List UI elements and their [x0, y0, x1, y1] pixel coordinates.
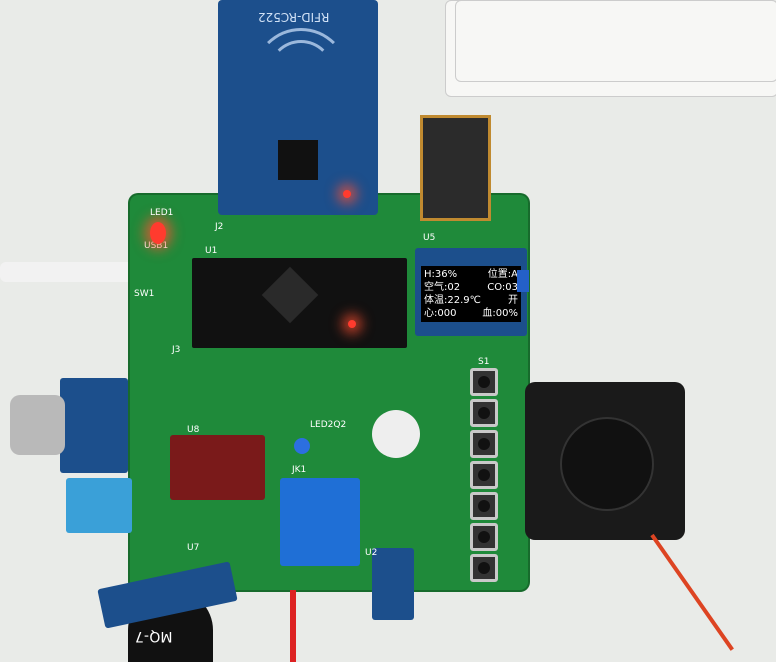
- usb-cable: [0, 262, 150, 282]
- label-sw1: SW1: [134, 289, 155, 299]
- temp-sensor-module: [372, 548, 414, 620]
- label-u2: U2: [365, 548, 378, 558]
- push-button[interactable]: [470, 461, 498, 489]
- wifi-module: [420, 115, 491, 221]
- label-jk1: JK1: [292, 465, 307, 475]
- led1: [150, 222, 166, 244]
- buzzer: [372, 410, 420, 458]
- cooling-fan: [525, 382, 685, 540]
- push-button[interactable]: [470, 523, 498, 551]
- paper-card: [455, 0, 776, 82]
- label-u7: U7: [187, 543, 200, 553]
- oled-module: H:36% 位置:A 空气:02 CO:03 体温:22.9℃ 开 心:000 血:00…: [415, 248, 527, 336]
- power-led: [348, 320, 356, 328]
- rfid-module: RFID-RC522: [218, 0, 378, 215]
- oled-humidity: H:36%: [424, 269, 458, 280]
- push-button[interactable]: [470, 492, 498, 520]
- label-led1: LED1: [150, 208, 174, 218]
- fan-wire: [650, 533, 734, 651]
- label-j3: J3: [172, 345, 181, 355]
- label-u5: U5: [423, 233, 436, 243]
- button-column: [470, 368, 500, 583]
- dht11-sensor: [66, 478, 132, 533]
- oled-air: 空气:02: [424, 282, 461, 293]
- label-s1: S1: [478, 357, 490, 367]
- rfid-label: RFID-RC522: [258, 10, 330, 24]
- label-j2: J2: [215, 222, 224, 232]
- label-u8: U8: [187, 425, 200, 435]
- gas-sensor: [10, 395, 65, 455]
- oled-position: 位置:A: [487, 269, 518, 280]
- oled-switch: 开: [508, 295, 518, 306]
- gas-sensor-module: [60, 378, 128, 473]
- oled-blood: 血:00%: [482, 308, 518, 319]
- push-button[interactable]: [470, 554, 498, 582]
- push-button[interactable]: [470, 368, 498, 396]
- label-mq7: MQ-7: [135, 628, 173, 644]
- oled-screen: H:36% 位置:A 空气:02 CO:03 体温:22.9℃ 开 心:000 血:00…: [421, 266, 521, 322]
- label-led2: LED2Q2: [310, 420, 347, 430]
- oled-co: CO:03: [487, 282, 518, 293]
- blue-led: [294, 438, 310, 454]
- relay: [280, 478, 360, 566]
- oled-heart: 心:000: [424, 308, 457, 319]
- oled-temperature: 体温:22.9℃: [424, 295, 481, 306]
- label-usb: USB1: [144, 241, 169, 251]
- blue-connector: [517, 270, 529, 292]
- push-button[interactable]: [470, 399, 498, 427]
- relay-wire: [290, 590, 296, 662]
- heart-sensor-module: [170, 435, 265, 500]
- push-button[interactable]: [470, 430, 498, 458]
- label-u1: U1: [205, 246, 218, 256]
